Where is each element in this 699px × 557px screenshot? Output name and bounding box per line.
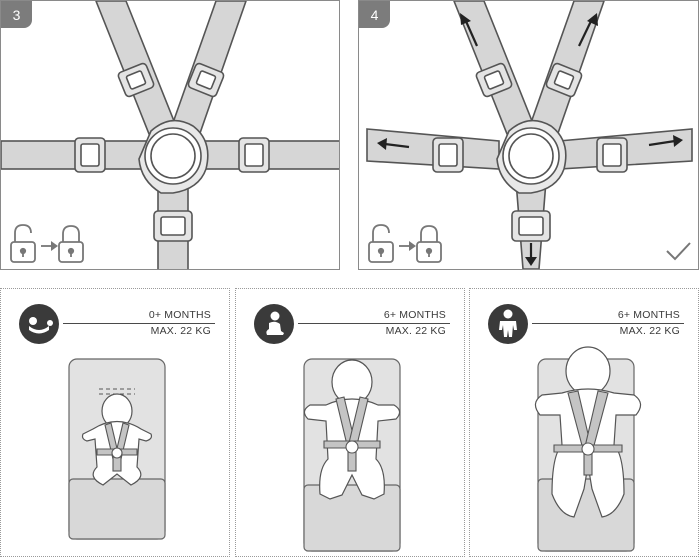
weight-label: MAX. 22 KG	[385, 325, 446, 337]
age-label: 0+ MONTHS	[148, 309, 211, 321]
stage-panel-child: 6+ MONTHS MAX. 22 KG	[469, 288, 699, 557]
age-label: 6+ MONTHS	[617, 309, 680, 321]
checkmark-icon	[666, 242, 691, 261]
unlock-to-lock-icon	[10, 224, 84, 263]
step-number-badge: 3	[1, 1, 32, 28]
sitting-baby-icon	[254, 304, 294, 344]
infant-carrier-icon	[19, 304, 59, 344]
step-4-panel: 4	[358, 0, 699, 270]
age-weight-block: 6+ MONTHS MAX. 22 KG	[618, 307, 680, 339]
stage-panel-sitting: 6+ MONTHS MAX. 22 KG	[235, 288, 465, 557]
newborn-seat-illustration	[68, 358, 166, 540]
harness-unbuckled-illustration	[1, 1, 339, 269]
sitting-seat-illustration	[303, 358, 401, 552]
step-3-panel: 3	[0, 0, 340, 270]
step-number-badge: 4	[359, 1, 390, 28]
age-label: 6+ MONTHS	[383, 309, 446, 321]
standing-child-icon	[488, 304, 528, 344]
age-rule	[532, 323, 684, 324]
weight-label: MAX. 22 KG	[150, 325, 211, 337]
harness-tightened-illustration	[366, 1, 693, 269]
tighten-arrows	[377, 13, 683, 266]
weight-label: MAX. 22 KG	[619, 325, 680, 337]
age-rule	[298, 323, 450, 324]
stage-panel-newborn: 0+ MONTHS MAX. 22 KG	[0, 288, 230, 557]
age-weight-block: 0+ MONTHS MAX. 22 KG	[149, 307, 211, 339]
child-seat-illustration	[534, 346, 642, 552]
unlock-to-lock-icon	[368, 224, 442, 263]
age-weight-block: 6+ MONTHS MAX. 22 KG	[384, 307, 446, 339]
age-rule	[63, 323, 215, 324]
